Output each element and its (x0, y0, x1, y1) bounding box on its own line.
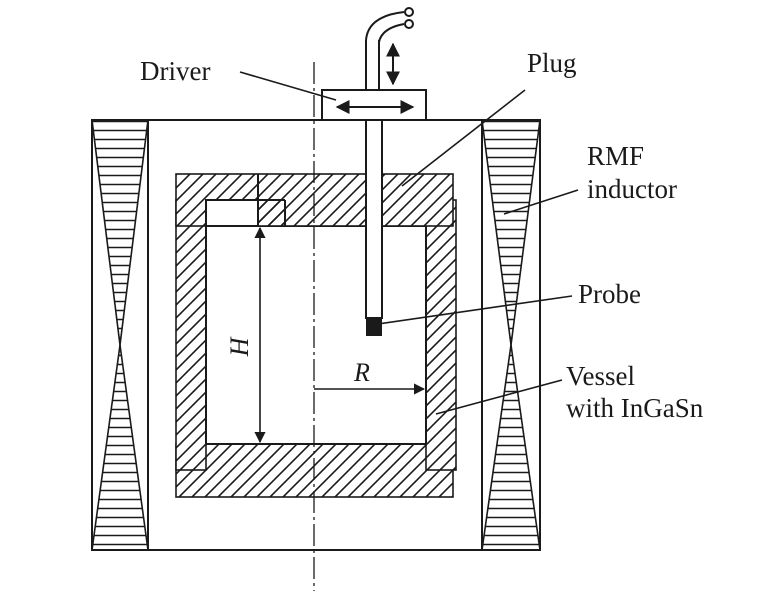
label-with-ingasn: with InGaSn (566, 393, 704, 423)
radius-dimension: R (314, 358, 426, 395)
probe (365, 7, 414, 336)
label-plug: Plug (527, 48, 577, 78)
driver (321, 89, 427, 121)
label-driver: Driver (140, 56, 210, 86)
label-probe: Probe (578, 279, 641, 309)
rmf-leader (503, 189, 579, 215)
label-vessel: Vessel (566, 361, 635, 391)
height-symbol: H (225, 336, 254, 357)
vessel (175, 199, 457, 498)
vessel-leader (435, 379, 563, 415)
outer-housing (91, 119, 541, 551)
probe-leader (377, 295, 573, 325)
driver-leader (239, 71, 337, 101)
height-dimension: H (225, 226, 266, 444)
rmf-inductor-left (91, 119, 149, 551)
label-rmf: RMF (587, 141, 644, 171)
radius-symbol: R (353, 358, 370, 387)
rmf-inductor-right (481, 119, 541, 551)
label-inductor: inductor (587, 174, 677, 204)
plug-leader (401, 89, 526, 187)
